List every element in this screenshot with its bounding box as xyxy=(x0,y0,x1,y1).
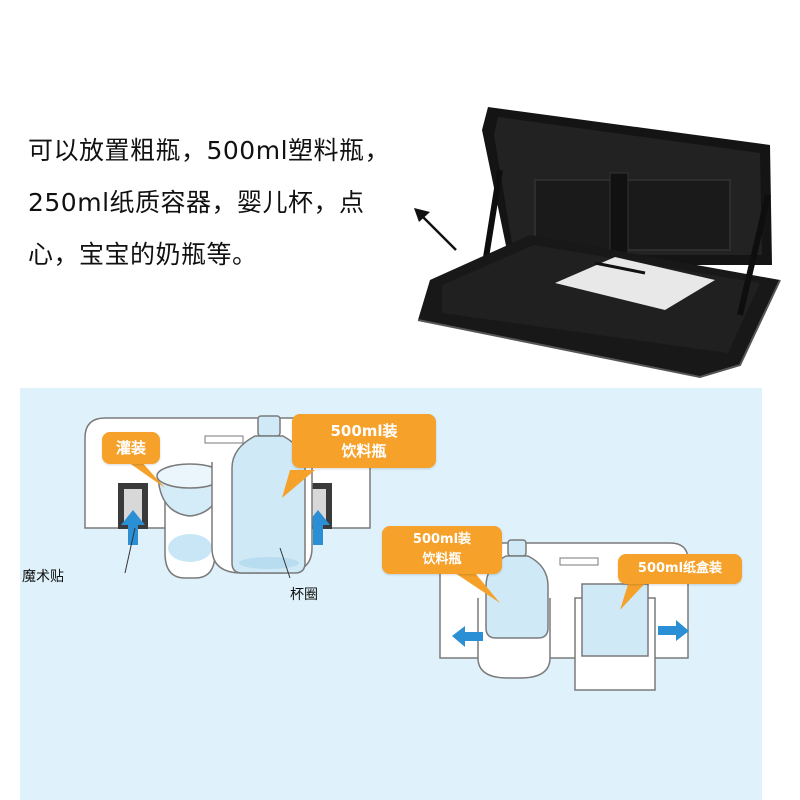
description-line-2: 250ml纸质容器，婴儿杯，点 xyxy=(28,188,365,217)
product-photo-section: 可以放置粗瓶，500ml塑料瓶， 250ml纸质容器，婴儿杯，点 心，宝宝的奶瓶… xyxy=(0,0,800,385)
product-description: 可以放置粗瓶，500ml塑料瓶， 250ml纸质容器，婴儿杯，点 心，宝宝的奶瓶… xyxy=(28,125,428,281)
small-left-arrow-icon xyxy=(452,626,483,647)
pointer-arrow-icon xyxy=(414,208,457,251)
tray-pocket xyxy=(534,179,731,251)
tray-right-strap xyxy=(737,194,771,316)
car-tray-photo xyxy=(417,107,781,379)
callout-pour: 灌装 xyxy=(102,432,160,464)
left-up-arrow-icon xyxy=(121,510,145,545)
description-line-3: 心，宝宝的奶瓶等。 xyxy=(28,240,258,269)
description-line-1: 可以放置粗瓶，500ml塑料瓶， xyxy=(28,136,391,165)
usage-diagram-panel: 灌装 500ml装 饮料瓶 500ml装 饮料瓶 500ml纸盒装 魔术贴 杯圈 xyxy=(20,388,762,800)
callout-small-bottle: 500ml装 饮料瓶 xyxy=(382,526,502,574)
small-bottle xyxy=(485,539,549,639)
callout-big-bottle-line-2: 饮料瓶 xyxy=(341,442,387,460)
callout-pour-text: 灌装 xyxy=(115,439,146,457)
label-velcro: 魔术贴 xyxy=(22,569,64,585)
callout-carton-text: 500ml纸盒装 xyxy=(637,561,723,576)
milk-carton xyxy=(581,583,649,657)
tray-paper-insert xyxy=(555,257,715,310)
callout-small-bottle-line-2: 饮料瓶 xyxy=(422,552,462,567)
callout-small-bottle-line-1: 500ml装 xyxy=(412,532,472,547)
callout-big-bottle-line-1: 500ml装 xyxy=(330,422,398,440)
label-cup-ring: 杯圈 xyxy=(290,587,318,603)
callout-carton: 500ml纸盒装 xyxy=(618,554,742,584)
callout-big-bottle: 500ml装 饮料瓶 xyxy=(292,414,436,468)
small-right-arrow-icon xyxy=(658,620,689,641)
